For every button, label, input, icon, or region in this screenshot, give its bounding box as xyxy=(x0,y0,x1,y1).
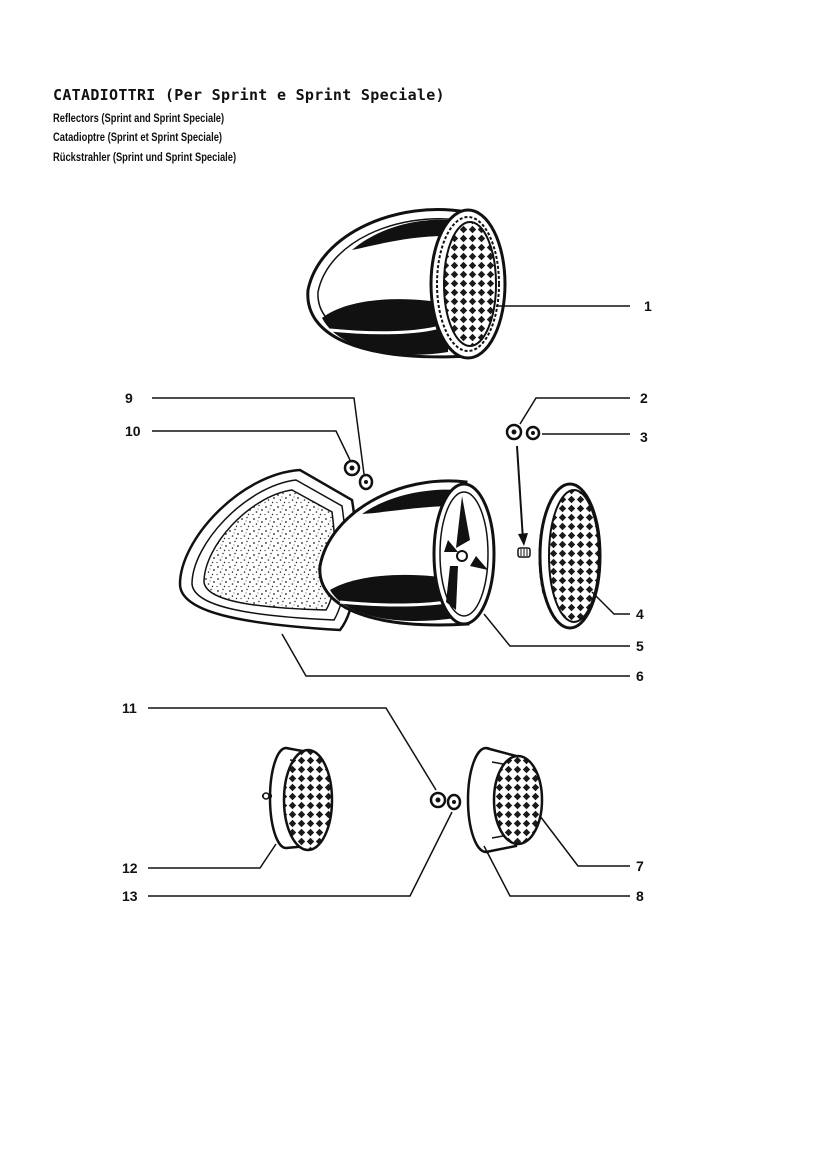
reflector-lens xyxy=(517,482,602,630)
callout-8: 8 xyxy=(636,888,644,904)
callout-6: 6 xyxy=(636,668,644,684)
callout-9: 9 xyxy=(125,390,133,406)
page-title: CATADIOTTRI (Per Sprint e Sprint Special… xyxy=(53,86,445,104)
leader-lines xyxy=(148,305,630,897)
callout-13: 13 xyxy=(122,888,138,904)
callout-1: 1 xyxy=(644,298,652,314)
callout-11: 11 xyxy=(122,700,137,716)
reflector-assembly xyxy=(306,208,507,360)
callout-12: 12 xyxy=(122,860,138,876)
round-reflector-nut-and-washer xyxy=(429,791,462,811)
subtitle-english: Reflectors (Sprint and Sprint Speciale) xyxy=(53,111,225,125)
callout-5: 5 xyxy=(636,638,644,654)
small-round-reflector xyxy=(262,746,334,852)
callout-3: 3 xyxy=(640,429,648,445)
reflector-housing xyxy=(318,479,496,627)
round-reflector-assembly xyxy=(466,746,544,854)
nut-and-washer xyxy=(505,423,541,546)
callout-10: 10 xyxy=(125,423,141,439)
small-nut-and-washer xyxy=(343,459,374,491)
callout-2: 2 xyxy=(640,390,648,406)
callout-7: 7 xyxy=(636,858,644,874)
subtitle-french: Catadioptre (Sprint et Sprint Speciale) xyxy=(53,130,223,144)
subtitle-german: Rückstrahler (Sprint und Sprint Speciale… xyxy=(53,150,237,164)
callout-4: 4 xyxy=(636,606,644,622)
